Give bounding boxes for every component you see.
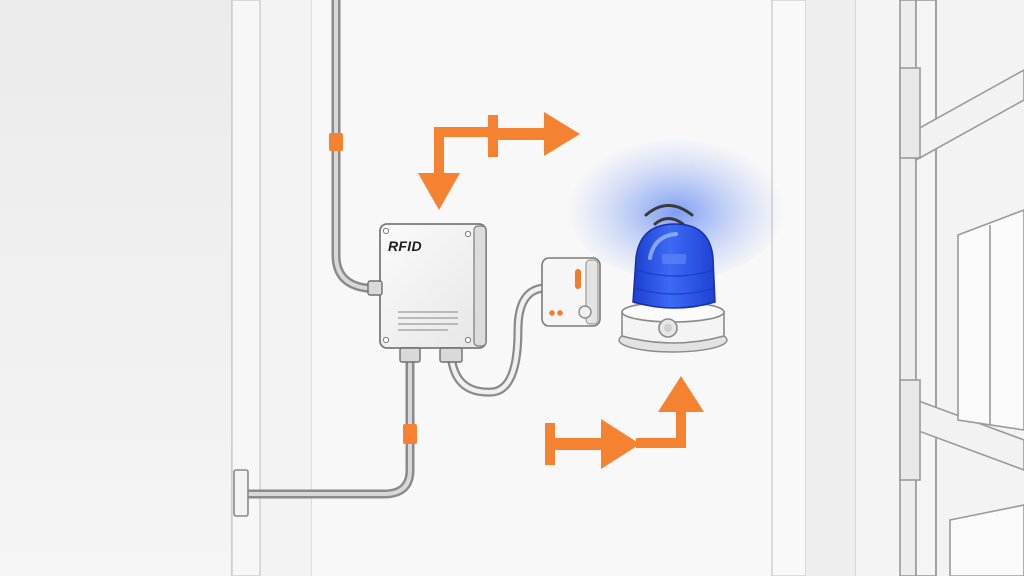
signal-controller <box>541 257 601 327</box>
arrow-bottom <box>545 376 704 469</box>
door-frame-right <box>771 0 807 576</box>
left-wall <box>0 0 232 576</box>
warehouse-shelving <box>899 0 1024 576</box>
arrow-top <box>418 112 580 210</box>
rfid-box-label: RFID <box>388 238 422 254</box>
blue-warning-beacon <box>566 130 786 353</box>
wall-bracket <box>233 469 249 517</box>
cable-clip-top <box>329 133 343 151</box>
cable-clip-bottom <box>403 424 417 444</box>
rfid-reader-box <box>367 223 487 363</box>
orange-direction-arrows <box>418 112 704 469</box>
